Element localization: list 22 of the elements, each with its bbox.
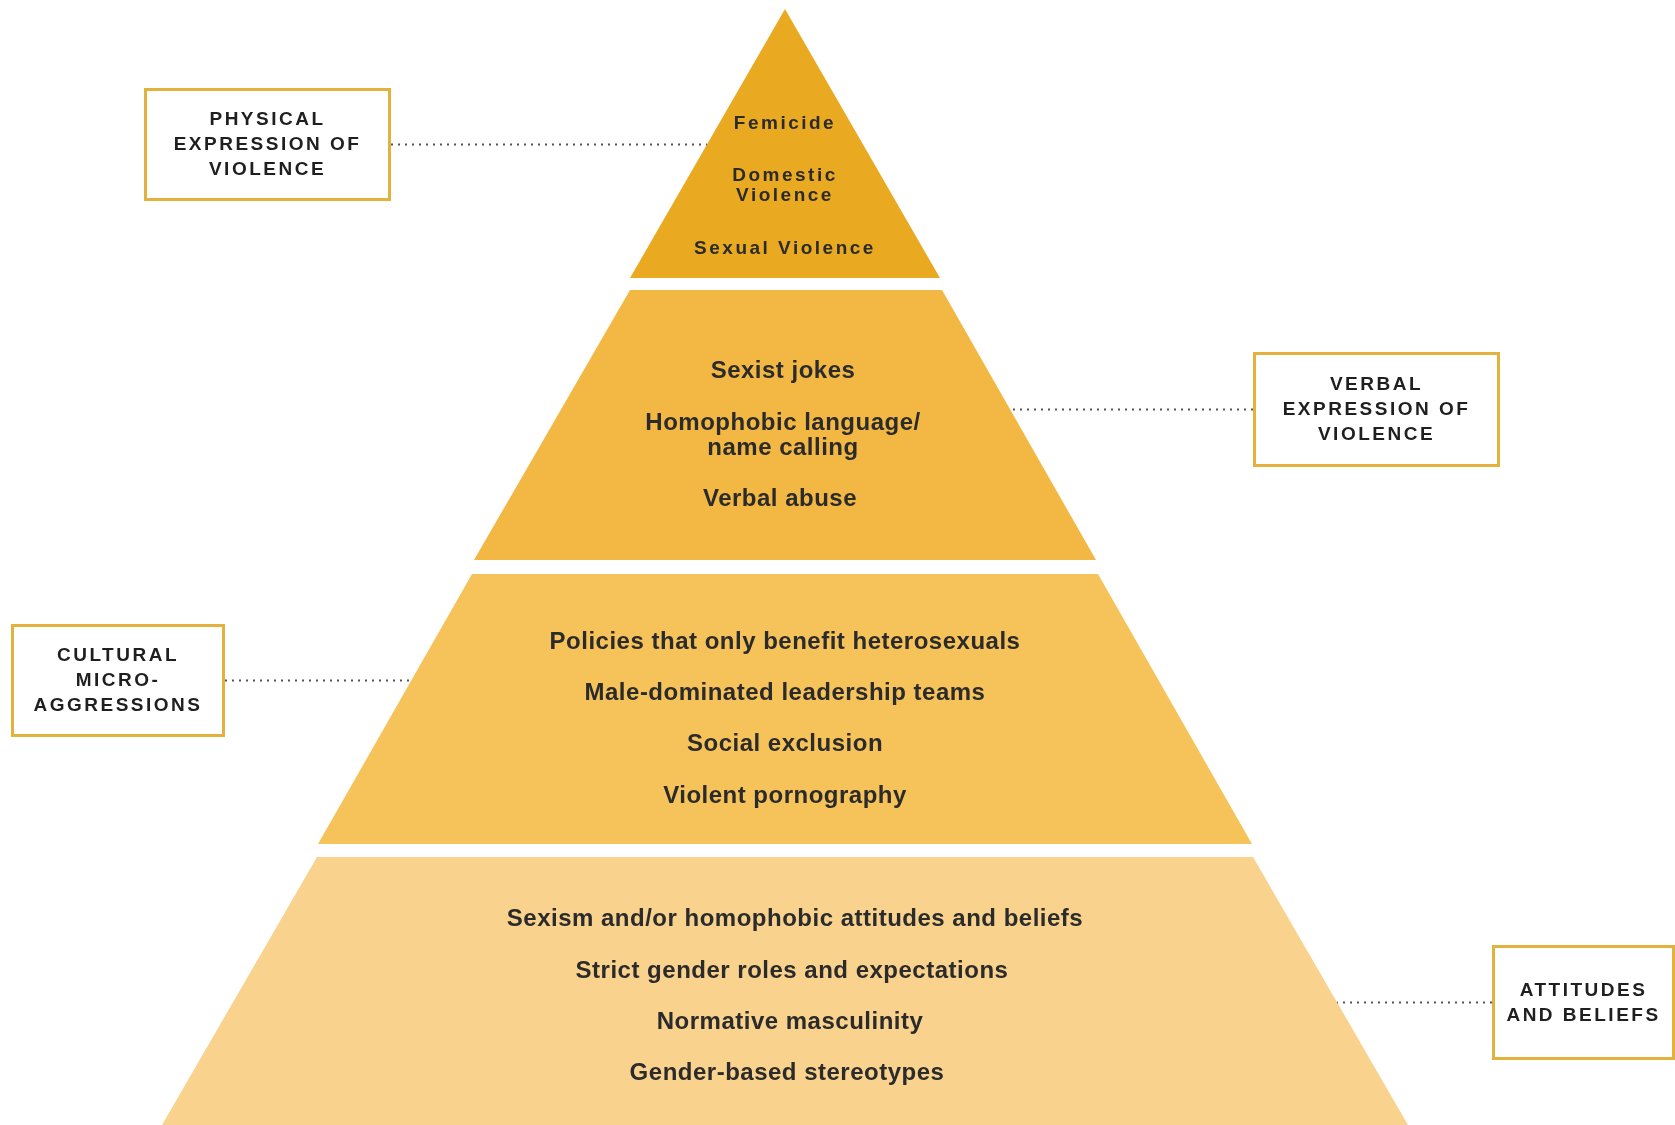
tier-item: Sexual Violence [694,238,876,258]
level-label-box [1492,945,1675,1060]
level-label: ATTITUDES AND BELIEFS [1505,977,1662,1027]
tier-item: Strict gender roles and expectations [575,957,1009,983]
tier-item: Violent pornography [663,782,907,808]
tier-item: Policies that only benefit heterosexuals [549,628,1021,654]
tier-item: Sexist jokes [710,357,856,383]
tier-item: Social exclusion [686,730,884,756]
level-label-box [1253,352,1500,467]
tier-item: Verbal abuse [702,485,858,511]
level-label: VERBAL EXPRESSION OF VIOLENCE [1281,372,1472,446]
level-label: CULTURAL MICRO-AGGRESSIONS [32,643,204,717]
level-label-box [11,624,225,737]
tier-item: Femicide [733,113,837,133]
level-label-box [144,88,391,201]
tier-item: Gender-based stereotypes [629,1059,945,1085]
tier-item: Domestic Violence [731,165,839,205]
tier-item: Male-dominated leadership teams [584,679,986,705]
tier-item: Homophobic language/ name calling [644,408,922,460]
tier-item: Normative masculinity [656,1008,924,1034]
level-label: PHYSICAL EXPRESSION OF VIOLENCE [172,107,363,181]
tier-item: Sexism and/or homophobic attitudes and beliefs [506,905,1084,931]
